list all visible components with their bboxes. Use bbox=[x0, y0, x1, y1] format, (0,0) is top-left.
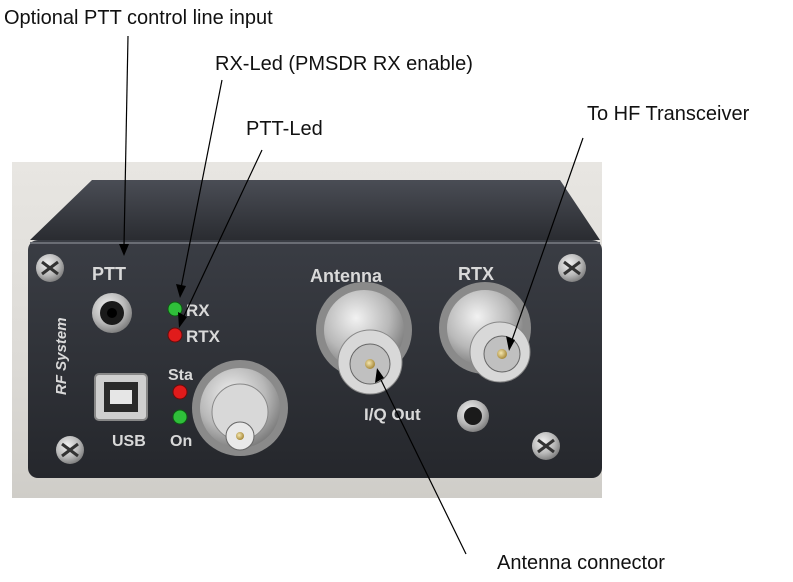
label-ptt: PTT bbox=[92, 264, 126, 284]
callout-arrows bbox=[119, 35, 584, 555]
brand-logo: RF System bbox=[53, 317, 70, 395]
callout-rx-led: RX-Led (PMSDR RX enable) bbox=[215, 53, 473, 75]
bnc-connector-icon bbox=[192, 360, 288, 456]
screw-icon bbox=[36, 254, 64, 282]
sta-led-icon bbox=[172, 384, 188, 400]
callout-ptt-led: PTT-Led bbox=[246, 118, 323, 140]
screw-icon bbox=[558, 254, 586, 282]
label-usb: USB bbox=[112, 433, 146, 450]
label-on: On bbox=[170, 433, 192, 450]
callout-hf-transceiver: To HF Transceiver bbox=[587, 103, 750, 125]
screw-icon bbox=[56, 436, 84, 464]
label-iq-out: I/Q Out bbox=[364, 405, 421, 424]
usb-b-port-icon bbox=[94, 373, 148, 421]
label-rx-led: RX bbox=[186, 301, 210, 320]
label-rtx: RTX bbox=[458, 264, 494, 284]
on-led-icon bbox=[172, 409, 188, 425]
label-antenna: Antenna bbox=[310, 266, 383, 286]
callout-antenna-connector: Antenna connector bbox=[497, 552, 665, 574]
box-top bbox=[30, 180, 600, 240]
bnc-connector-icon bbox=[439, 282, 531, 383]
audio-jack-icon bbox=[92, 293, 132, 333]
audio-jack-icon bbox=[457, 400, 489, 432]
label-sta: Sta bbox=[168, 367, 193, 384]
ptt-led-icon bbox=[167, 327, 183, 343]
screw-icon bbox=[532, 432, 560, 460]
label-rtx-led: RTX bbox=[186, 327, 221, 346]
bnc-connector-icon bbox=[316, 282, 412, 395]
callout-ptt-input: Optional PTT control line input bbox=[4, 7, 273, 29]
